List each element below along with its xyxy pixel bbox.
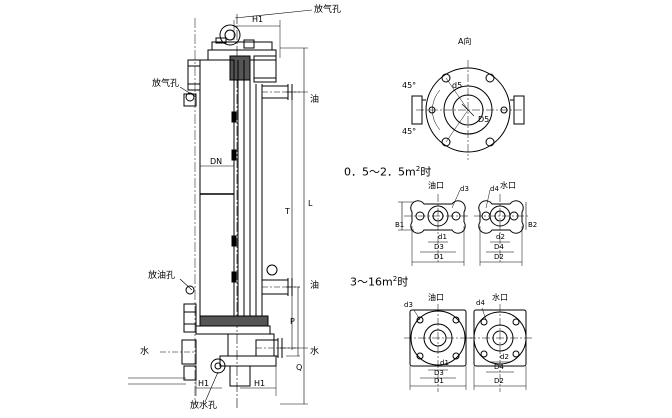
dim-d1-a: d1 [438,233,447,241]
oil-port-label-2: 油口 [428,293,444,302]
oil-port-label-1: 油口 [428,181,444,190]
dim-D2-a: D2 [494,253,504,261]
large-oil-flange [404,304,472,392]
angle-top: 45° [402,81,417,90]
dim-d3-b: d3 [404,301,413,309]
range-small-heading: 0．5～2．5m2时 [344,166,431,178]
dim-p: P [290,317,295,326]
dim-D4-a: D4 [494,243,504,251]
oil-drain-hole-label: 放油孔 [148,271,176,281]
water-drain-hole-label: 放水孔 [190,401,218,411]
dim-l: L [308,199,313,208]
small-water-flange [474,189,528,266]
oil-bottom-label: 油 [310,281,320,291]
dim-D2-b: D2 [494,377,504,385]
range-small-text: 0．5～2．5m [344,165,416,179]
range-small-unit: 时 [420,165,432,179]
dim-b1: B1 [395,221,405,229]
oil-top-label: 油 [310,95,320,105]
large-water-flange [468,304,532,392]
dim-d2-b: d2 [500,353,509,361]
dim-D3-b: D3 [434,369,444,377]
dim-dn: DN [210,157,223,166]
dim-D4-b: D4 [494,363,504,371]
a-view-label: A向 [458,37,472,46]
dim-h1-top: H1 [252,15,264,24]
dim-q: Q [296,363,303,372]
range-small-sup: 2 [415,165,421,173]
dim-d2-a: d2 [496,233,505,241]
water-left-label: 水 [140,347,150,357]
vent-hole-left-label: 放气孔 [152,79,180,89]
water-port-label-2: 水口 [492,293,508,302]
dim-d1-b: d1 [440,359,449,367]
range-large-text: 3～16m [350,275,393,289]
dim-d5-small: d5 [452,81,463,90]
dim-d5-large: D5 [478,115,490,124]
dim-d4-b: d4 [476,299,485,307]
range-large-unit: 时 [397,275,409,289]
dim-t: T [285,207,290,216]
small-oil-flange [398,189,470,266]
dim-h1-bottom-left: H1 [198,379,210,388]
main-side-view [128,9,313,410]
dim-D1-b: D1 [434,377,444,385]
water-right-label: 水 [310,347,320,357]
dim-D1-a: D1 [434,253,444,261]
range-large-sup: 2 [392,275,398,283]
angle-bottom: 45° [402,127,417,136]
dim-D3-a: D3 [434,243,444,251]
vent-hole-top-label: 放气孔 [314,5,342,15]
dim-d4-a: d4 [490,185,499,193]
a-view-flange [411,60,525,160]
dim-h1-bottom-right: H1 [254,379,266,388]
range-large-heading: 3～16m2时 [350,276,408,288]
dim-b2: B2 [528,221,538,229]
water-port-label-1: 水口 [500,181,516,190]
dim-d3-a: d3 [460,185,469,193]
